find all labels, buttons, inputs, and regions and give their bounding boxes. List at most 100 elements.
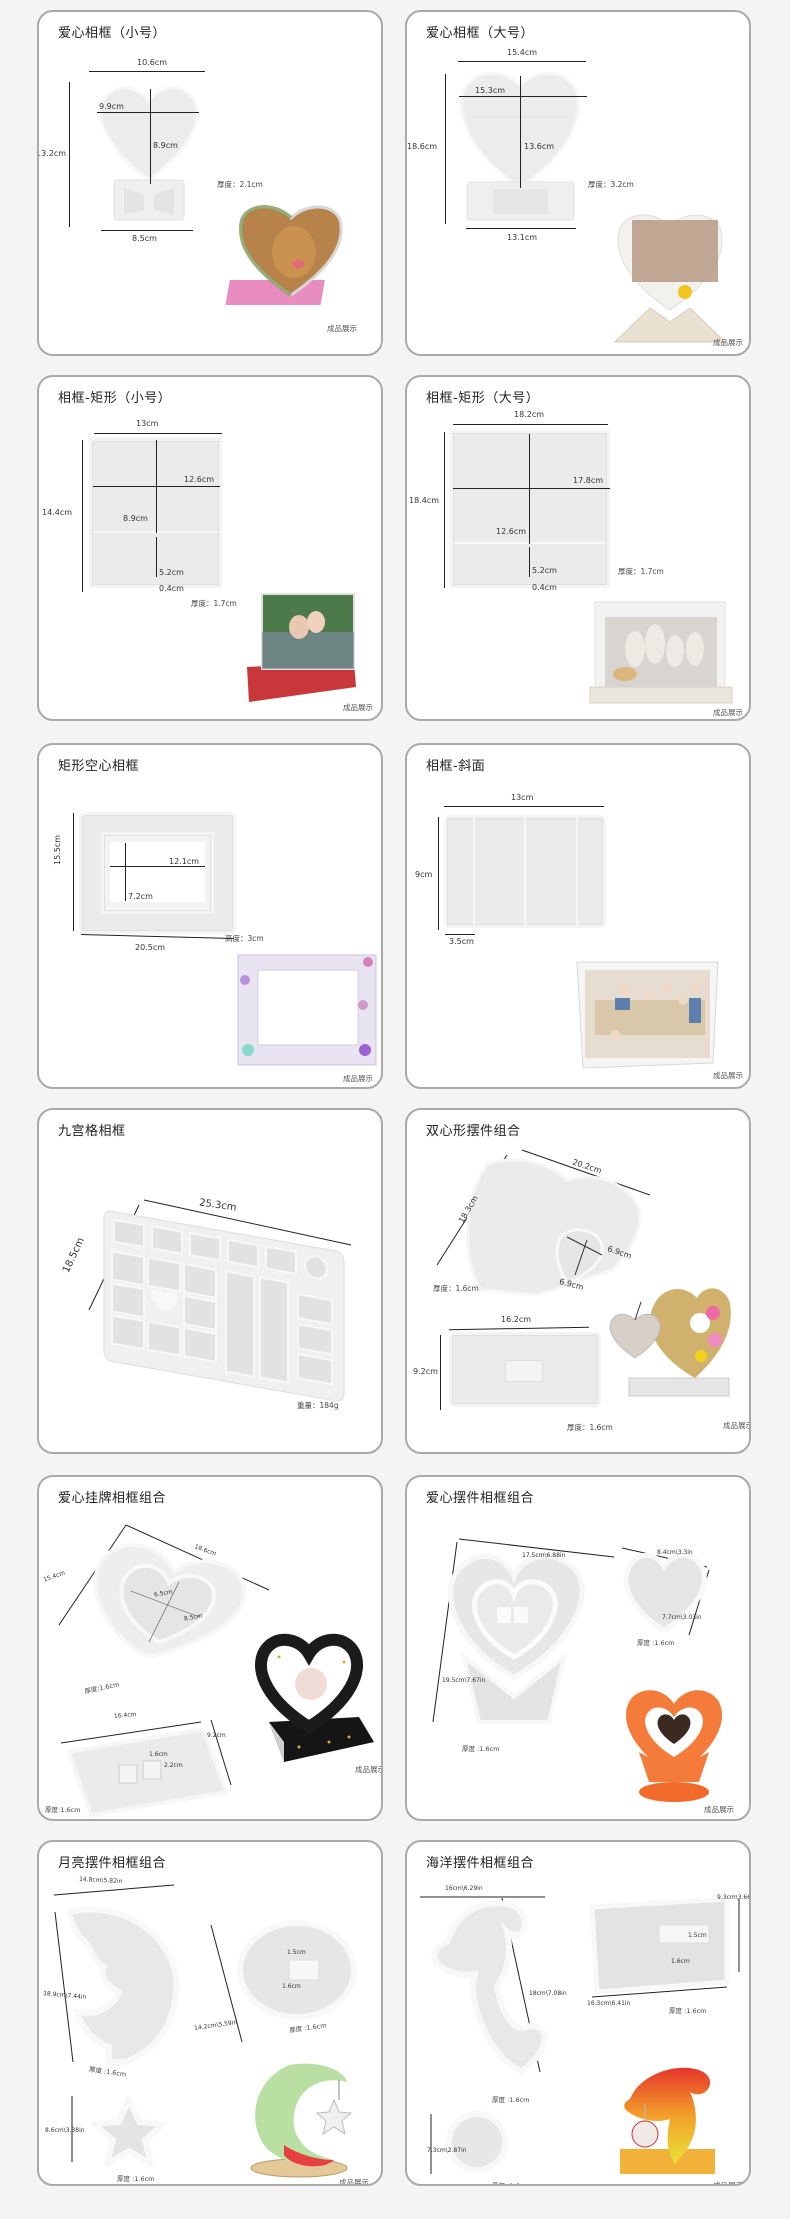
dim-label: 7.2cm — [128, 892, 153, 901]
thickness-note: 厚度 :1.6cm — [637, 1639, 675, 1647]
dim-label: 0.4cm — [159, 584, 184, 593]
showcase-label: 成品展示 — [327, 324, 357, 333]
thickness-note: 厚度:1.6cm — [83, 1680, 121, 1696]
heart-ornament-mold-icon — [432, 1538, 615, 1724]
dim-label: 13.6cm — [524, 142, 555, 151]
product-card-ocean-ornament-set[interactable]: 海洋摆件相框组合 16cm\6.29in 18cm\7.08in 厚度 :1.6… — [405, 1840, 751, 2186]
showcase-label: 成品展示 — [713, 708, 743, 717]
card-title: 双心形摆件组合 — [426, 1124, 521, 1139]
dimension-line — [444, 806, 604, 807]
height-note: 高度：3cm — [225, 934, 264, 943]
dim-label: 8.4cm\3.3in — [657, 1549, 693, 1556]
showcase-label: 成品展示 — [723, 1421, 751, 1430]
dim-label: 0.4cm — [532, 583, 557, 592]
product-card-rect-frame-large[interactable]: 相框-矩形（大号） 18.2cm 18.4cm 17.8cm 12.6cm 5.… — [405, 375, 751, 721]
card-title: 爱心摆件相框组合 — [426, 1491, 535, 1506]
dimension-line — [81, 933, 234, 940]
weight-note: 重量：184g — [297, 1401, 339, 1410]
dim-label: 7.7cm\3.03in — [662, 1614, 702, 1621]
dimension-line — [82, 440, 83, 592]
card-title: 爱心挂牌相框组合 — [58, 1491, 167, 1506]
product-card-heart-frame-small[interactable]: 爱心相框（小号） 10.6cm 13.2cm 9.9cm 8.9cm 8.5cm… — [37, 10, 383, 356]
dim-label: 8.6cm\3.38in — [45, 2127, 85, 2134]
product-card-slanted-frame[interactable]: 相框-斜面 13cm 9cm 3.5cm 成品展示 — [405, 743, 751, 1089]
dim-label: 1.5cm — [287, 1949, 306, 1956]
product-card-heart-hanging-set[interactable]: 爱心挂牌相框组合 18.6cm 15.4cm 6.5cm 8.5cm 厚度:1.… — [37, 1475, 383, 1821]
dim-label: 18cm\7.08in — [529, 1990, 567, 1997]
showcase-label: 成品展示 — [343, 1074, 373, 1083]
thickness-note: 厚度：2.1cm — [217, 180, 263, 189]
dimension-line — [101, 230, 193, 231]
showcase-label: 成品展示 — [355, 1765, 383, 1774]
product-photo-heart-dog — [225, 204, 343, 305]
dim-label: 18.4cm — [409, 496, 440, 505]
dim-label: 15.5cm — [53, 834, 62, 865]
dim-label: 20.5cm — [135, 943, 166, 952]
dimension-line — [529, 434, 530, 544]
dim-label: 8.9cm — [153, 141, 178, 150]
card-title: 爱心相框（小号） — [58, 26, 167, 41]
dim-label: 13.1cm — [507, 233, 538, 242]
round-base-mold-icon — [210, 1920, 357, 2043]
product-photo-couple — [247, 593, 356, 702]
card-title: 相框-矩形（小号） — [58, 391, 172, 406]
showcase-label: 成品展示 — [713, 2181, 743, 2186]
divider-line — [524, 818, 526, 925]
dim-label: 12.6cm — [184, 475, 215, 484]
dim-label: 1.6cm — [282, 1983, 301, 1990]
dim-label: 18.2cm — [514, 410, 545, 419]
card-title: 相框-斜面 — [426, 759, 486, 774]
showcase-label: 成品展示 — [713, 338, 743, 347]
thickness-note: 厚度：1.6cm — [567, 1423, 613, 1432]
dim-label: 12.1cm — [169, 857, 200, 866]
product-card-heart-ornament-set[interactable]: 爱心摆件相框组合 17.5cm\6.88in 19.5cm\7.67in 厚度 … — [405, 1475, 751, 1821]
moon-mold-icon — [53, 1884, 180, 2065]
thickness-note: 厚度：1.6cm — [433, 1284, 479, 1293]
dim-label: 13.2cm — [37, 149, 67, 158]
dimension-line — [156, 537, 157, 577]
product-card-rect-frame-small[interactable]: 相框-矩形（小号） 13cm 14.4cm 12.6cm 8.9cm 5.2cm… — [37, 375, 383, 721]
card-title: 九宫格相框 — [58, 1124, 126, 1139]
dim-label: 5.2cm — [532, 566, 557, 575]
dimension-line — [529, 547, 530, 577]
dim-label: 9.2cm — [413, 1367, 438, 1376]
thickness-note: 厚度 :1.6cm — [492, 2096, 530, 2104]
product-photo-black-heart — [255, 1633, 374, 1762]
dim-label: 9.9cm — [99, 102, 124, 111]
product-card-hollow-rect-frame[interactable]: 矩形空心相框 15.5cm 12.1cm 7.2cm 20.5cm 高度：3cm… — [37, 743, 383, 1089]
dimension-line — [458, 61, 586, 62]
dimension-line — [94, 433, 222, 434]
double-heart-mold-icon — [436, 1149, 651, 1297]
dimension-line — [97, 112, 199, 113]
dimension-line — [125, 843, 126, 901]
dim-label: 12.6cm — [496, 527, 527, 536]
dim-label: 18.6cm — [407, 142, 438, 151]
dim-label: 9cm — [415, 870, 433, 879]
dimension-line — [444, 432, 445, 588]
showcase-label: 成品展示 — [704, 1805, 734, 1814]
divider-line — [576, 818, 578, 925]
dimension-line — [459, 96, 587, 97]
dim-label: 1.6cm — [671, 1958, 690, 1965]
product-photo-dolphin — [620, 2067, 715, 2174]
product-card-double-heart-set[interactable]: 双心形摆件组合 20.2cm 18.3cm 6.9cm 6.9cm 厚度：1.6… — [405, 1108, 751, 1454]
product-card-heart-frame-large[interactable]: 爱心相框（大号） 15.4cm 18.6cm 15.3cm 13.6cm 13.… — [405, 10, 751, 356]
star-mold-icon — [71, 2096, 167, 2167]
dimension-line — [445, 934, 475, 935]
dim-label: 1.6cm — [149, 1751, 168, 1758]
product-card-nine-grid-frame[interactable]: 九宫格相框 25.3cm 18.5cm 重量：184g — [37, 1108, 383, 1454]
dim-label: 16.2cm — [501, 1315, 532, 1324]
dimension-line — [445, 74, 446, 224]
product-photo-flower-frame — [237, 954, 377, 1066]
dim-label: 16cm\6.29in — [445, 1885, 483, 1892]
card-title: 海洋摆件相框组合 — [426, 1856, 535, 1871]
dim-label: 9.3cm\3.66in — [717, 1894, 751, 1901]
divider-line — [454, 542, 606, 544]
showcase-label: 成品展示 — [713, 1071, 743, 1080]
product-photo-heart-family — [613, 214, 727, 343]
dimension-line — [150, 89, 151, 184]
dim-label: 14.4cm — [42, 508, 73, 517]
heart-hanging-mold-icon — [58, 1524, 270, 1660]
showcase-label: 成品展示 — [343, 703, 373, 712]
product-card-moon-ornament-set[interactable]: 月亮摆件相框组合 14.8cm\5.82in 18.9cm\7.44in 厚度 … — [37, 1840, 383, 2186]
